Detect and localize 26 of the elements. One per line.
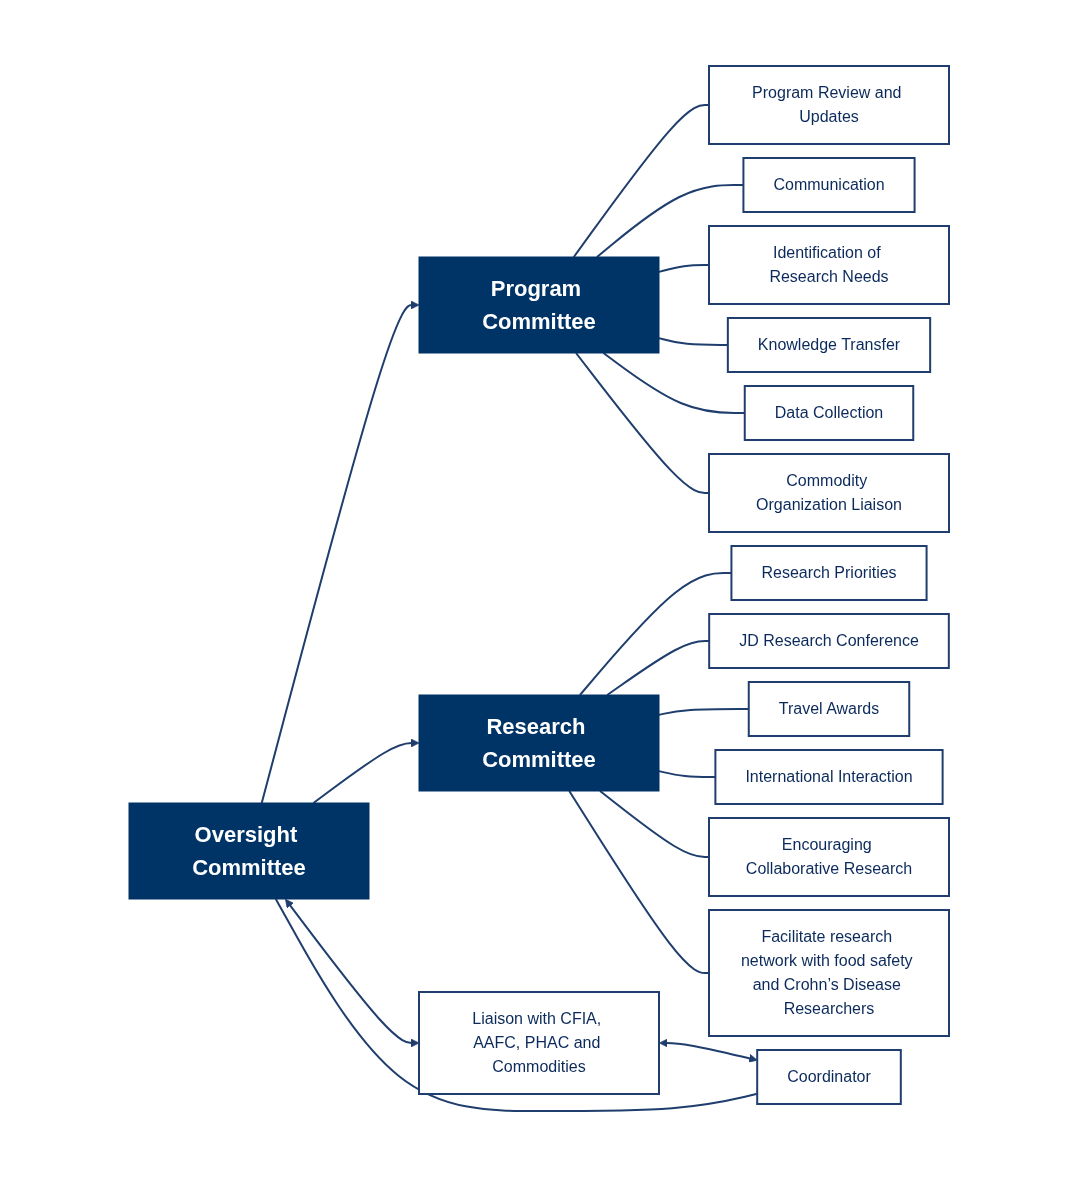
node-box: Oversight Committee: [128, 802, 370, 900]
arrow: [659, 1038, 758, 1063]
node-box: Research Committee: [418, 694, 660, 792]
node-box: Identification of Research Needs: [708, 225, 950, 305]
connector: [599, 790, 710, 858]
arrow: [285, 898, 420, 1048]
node-box: Knowledge Transfer: [726, 317, 932, 373]
node-box: Encouraging Collaborative Research: [708, 817, 950, 897]
connector: [572, 104, 710, 258]
node-box: Coordinator: [756, 1049, 902, 1105]
node-box: Data Collection: [743, 385, 915, 441]
node-box: JD Research Conference: [708, 613, 950, 669]
connector: [568, 790, 710, 974]
node-box: Travel Awards: [747, 681, 911, 737]
arrow: [260, 300, 420, 804]
node-box: Research Priorities: [730, 545, 928, 601]
node-box: Commodity Organization Liaison: [708, 453, 950, 533]
node-box: Liaison with CFIA, AAFC, PHAC and Commodities: [418, 991, 660, 1095]
connector: [658, 264, 710, 273]
node-box: Program Review and Updates: [708, 65, 950, 145]
node-box: Facilitate research network with food safety and Crohn’s Disease Researchers: [708, 909, 950, 1037]
arrow: [312, 738, 420, 804]
connector: [575, 352, 710, 494]
node-box: Program Committee: [418, 256, 660, 354]
node-box: Communication: [742, 157, 916, 213]
node-box: International Interaction: [714, 749, 944, 805]
